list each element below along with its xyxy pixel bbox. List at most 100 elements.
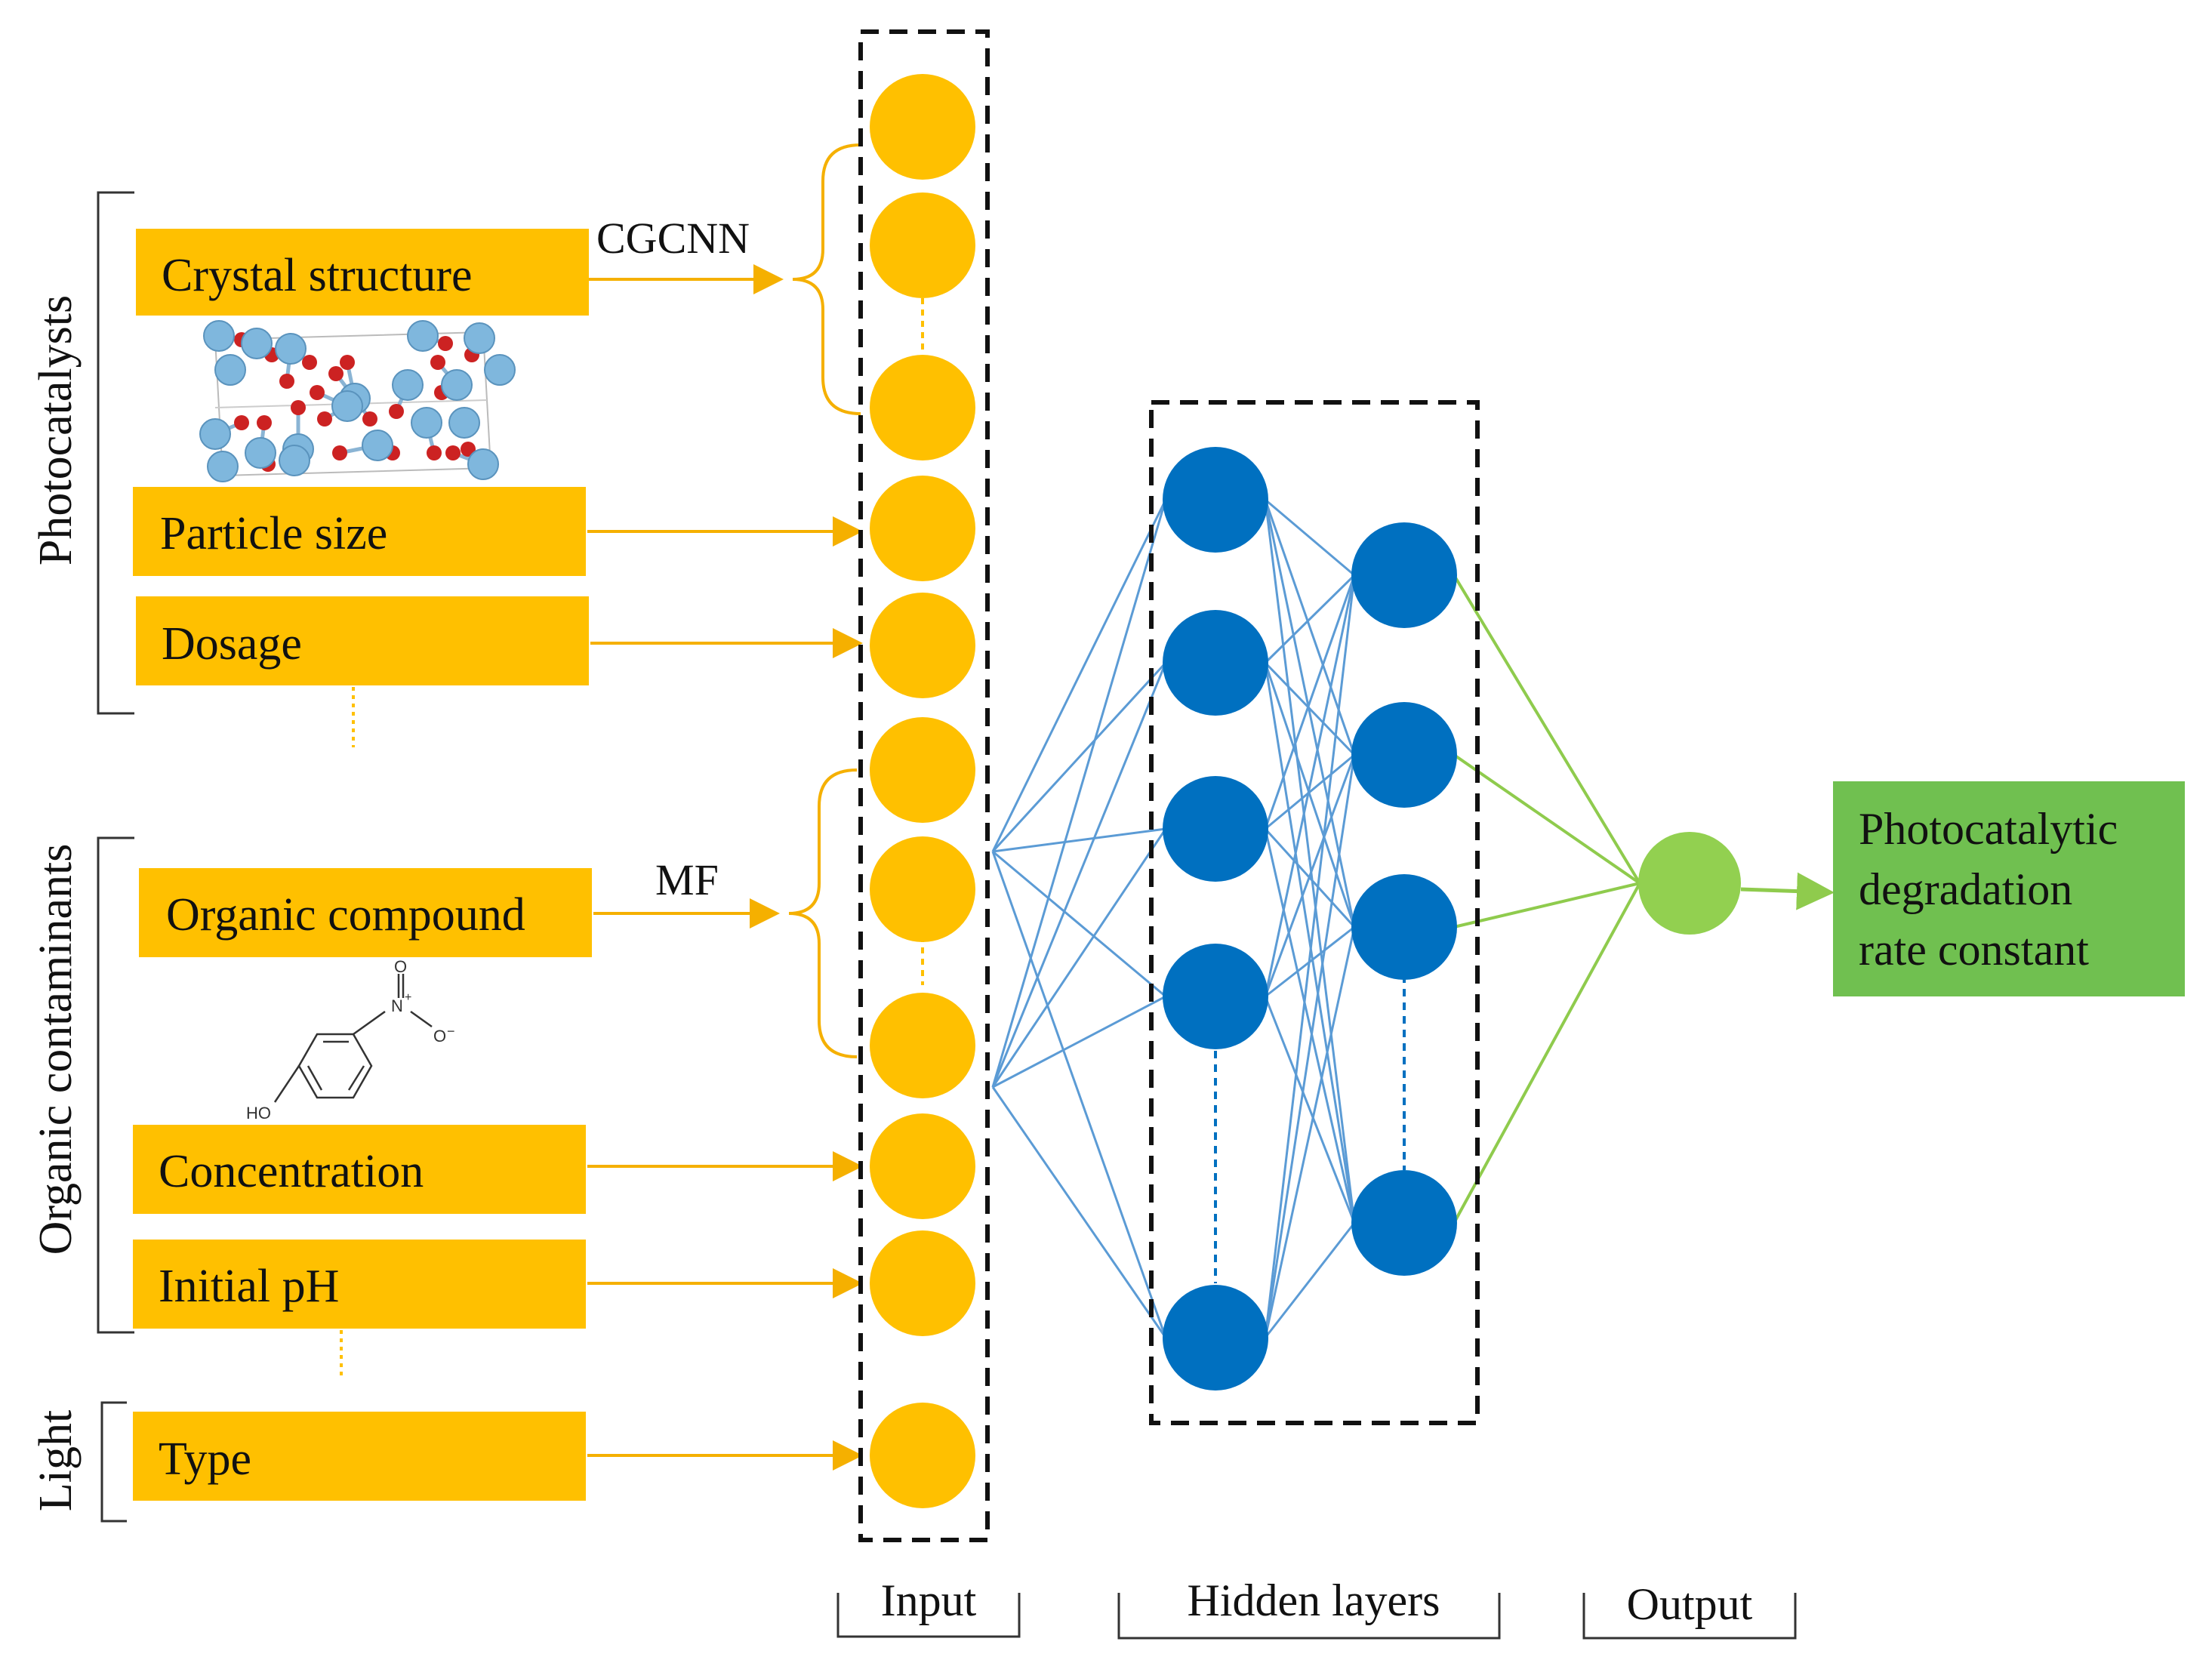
feature-boxes: Crystal structure Particle size Dosage O… bbox=[133, 229, 592, 1501]
nitro-bond bbox=[353, 1010, 386, 1036]
benzene-ring bbox=[297, 1033, 373, 1099]
chem-oxygen-top-label: O bbox=[394, 957, 407, 976]
crystal-small-atom-23 bbox=[340, 355, 355, 370]
edge-in1-h1-1 bbox=[991, 499, 1167, 852]
hidden-nodes bbox=[1163, 447, 1457, 1391]
group-label-light: Light bbox=[30, 1410, 82, 1511]
edge-h2-2-output bbox=[1453, 753, 1641, 885]
output-bracket bbox=[1582, 1593, 1797, 1640]
output-arrow bbox=[1740, 872, 1835, 910]
crystal-large-atom-11 bbox=[199, 418, 231, 450]
crystal-small-atom-9 bbox=[257, 415, 272, 430]
edge-h1-5-h2-3 bbox=[1264, 926, 1356, 1338]
crystal-small-atom-12 bbox=[332, 445, 347, 460]
edge-in2-h1-1 bbox=[991, 499, 1167, 1088]
feature-label-dosage: Dosage bbox=[162, 618, 302, 670]
edge-h1-2-h2-2 bbox=[1264, 661, 1356, 756]
crystal-large-atom-17 bbox=[207, 451, 239, 482]
edges-hidden2-to-output bbox=[1453, 574, 1641, 1224]
output-node bbox=[1638, 832, 1741, 935]
mf-brace bbox=[788, 768, 858, 1058]
hidden2-node-2 bbox=[1351, 702, 1457, 808]
crystal-large-atom-10 bbox=[441, 369, 473, 401]
feature-label-initial-ph: Initial pH bbox=[159, 1261, 339, 1312]
edge-in2-h1-2 bbox=[991, 662, 1167, 1088]
edge-h1-2-h2-1 bbox=[1264, 574, 1356, 664]
crystal-large-atom-7 bbox=[484, 354, 516, 386]
output-label-line2: degradation bbox=[1859, 864, 2072, 914]
hidden1-node-3 bbox=[1163, 776, 1268, 882]
group-brackets bbox=[97, 191, 134, 1523]
feature-box-dosage bbox=[136, 596, 589, 685]
edge-in2-h1-3 bbox=[991, 828, 1167, 1088]
edge-h1-3-h2-4 bbox=[1264, 828, 1356, 1224]
feature-box-organic-compound bbox=[139, 868, 592, 957]
edge-h1-1-h2-2 bbox=[1264, 499, 1356, 756]
edge-h1-5-h2-1 bbox=[1264, 574, 1356, 1338]
input-layer-box bbox=[858, 29, 990, 1542]
hidden1-node-2 bbox=[1163, 610, 1268, 716]
edge-in2-h1-4 bbox=[992, 995, 1166, 1089]
hidden-layers-box bbox=[1149, 400, 1480, 1425]
chem-hydroxyl-label: HO bbox=[246, 1104, 271, 1123]
output-label-box bbox=[1833, 781, 2185, 996]
feature-label-crystal-structure: Crystal structure bbox=[162, 250, 473, 301]
group-label-organic-contaminants: Organic contaminants bbox=[30, 844, 82, 1255]
encoder-label-mf: MF bbox=[655, 855, 719, 904]
crystal-large-atom-3 bbox=[275, 333, 307, 365]
crystal-large-atom-6 bbox=[464, 322, 495, 354]
hidden-bracket bbox=[1117, 1593, 1501, 1640]
group-label-photocatalysts: Photocatalysts bbox=[30, 295, 82, 565]
crystal-small-atom-5 bbox=[310, 385, 325, 400]
feature-box-concentration bbox=[133, 1125, 586, 1214]
edge-h1-4-h2-4 bbox=[1264, 996, 1356, 1224]
edge-h2-4-output bbox=[1453, 882, 1641, 1224]
hidden1-node-1 bbox=[1163, 447, 1268, 553]
n-o-right-bond bbox=[410, 1010, 433, 1028]
edge-h2-3-output bbox=[1453, 882, 1641, 929]
crystal-large-atom-15 bbox=[411, 407, 442, 439]
chem-oxygen-right-label: O bbox=[433, 1027, 446, 1046]
crystal-small-atom-16 bbox=[438, 336, 453, 351]
input-node-3 bbox=[870, 355, 975, 460]
edge-in1-h1-3 bbox=[992, 827, 1166, 853]
input-node-4 bbox=[870, 476, 975, 581]
layer-label-output: Output bbox=[1627, 1579, 1753, 1629]
edge-h2-1-output bbox=[1453, 574, 1641, 885]
edge-h1-2-h2-4 bbox=[1264, 662, 1356, 1224]
crystal-small-atom-6 bbox=[328, 366, 344, 381]
chem-nitrogen-label: N bbox=[391, 996, 403, 1015]
crystal-small-atom-4 bbox=[279, 374, 294, 389]
chem-oxygen-charge: − bbox=[447, 1024, 455, 1039]
crystal-small-atom-14 bbox=[389, 404, 404, 419]
layer-label-input: Input bbox=[881, 1575, 977, 1625]
crystal-large-atom-18 bbox=[279, 445, 310, 476]
crystal-small-atom-8 bbox=[317, 411, 332, 427]
feature-label-concentration: Concentration bbox=[159, 1146, 424, 1197]
output-label-line1: Photocatalytic bbox=[1859, 804, 2118, 854]
input-node-6 bbox=[870, 717, 975, 823]
feature-box-particle-size bbox=[133, 487, 586, 576]
cgcnn-brace bbox=[792, 143, 861, 415]
feature-label-organic-compound: Organic compound bbox=[166, 889, 525, 941]
edges-hidden1-to-hidden2 bbox=[1264, 498, 1356, 1338]
edge-h1-5-h2-2 bbox=[1264, 754, 1356, 1338]
crystal-large-atom-16 bbox=[467, 448, 499, 480]
crystal-large-atom-1 bbox=[203, 320, 235, 352]
crystal-large-atom-14 bbox=[331, 390, 363, 422]
feature-box-initial-ph bbox=[133, 1240, 586, 1329]
layer-label-hidden: Hidden layers bbox=[1188, 1575, 1440, 1625]
feature-box-type bbox=[133, 1412, 586, 1501]
edge-h1-1-h2-1 bbox=[1265, 498, 1355, 577]
bottom-brackets bbox=[836, 1593, 1797, 1640]
crystal-large-atom-12 bbox=[245, 437, 276, 469]
edge-in1-h1-5 bbox=[991, 851, 1167, 1338]
hydroxyl-bond bbox=[273, 1065, 300, 1103]
organic-contaminants-bracket bbox=[97, 836, 134, 1334]
hidden2-node-3 bbox=[1351, 874, 1457, 980]
edge-h1-4-h2-2 bbox=[1264, 754, 1356, 997]
crystal-large-atom-20 bbox=[448, 407, 480, 439]
feature-label-particle-size: Particle size bbox=[160, 508, 387, 559]
crystal-structure-image bbox=[199, 320, 516, 482]
input-bracket bbox=[836, 1593, 1021, 1638]
